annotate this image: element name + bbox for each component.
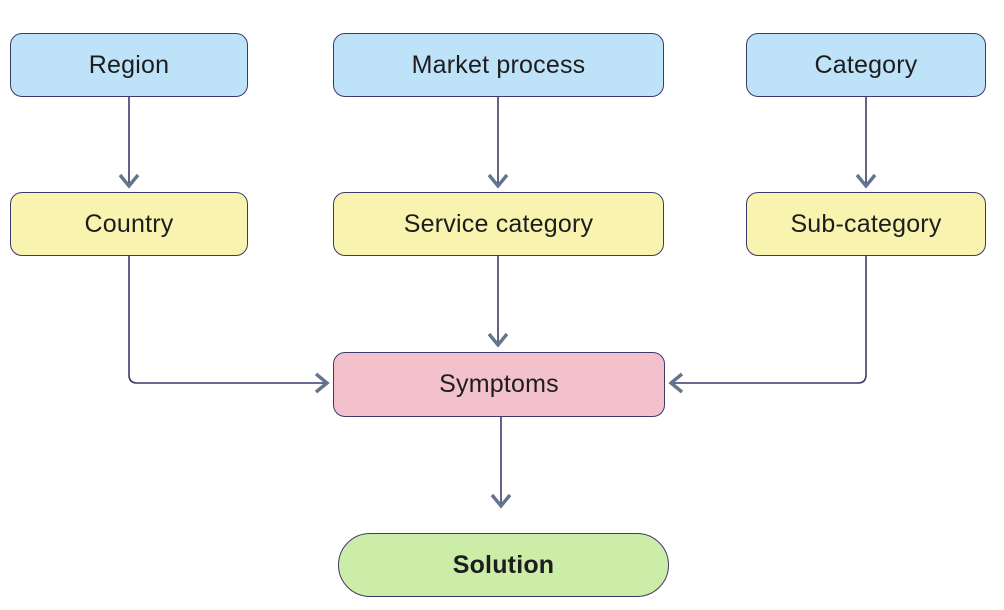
node-market-process: Market process — [333, 33, 664, 97]
arrow-down-icon — [855, 173, 877, 189]
connector-category-sub-category — [855, 97, 877, 189]
connector-market-process-service-category — [487, 97, 509, 189]
arrow-down-icon — [490, 493, 512, 509]
node-symptoms-label: Symptoms — [439, 370, 559, 398]
node-country: Country — [10, 192, 248, 256]
connector-service-category-symptoms — [487, 256, 509, 348]
node-category-label: Category — [814, 50, 918, 79]
node-service-category: Service category — [333, 192, 664, 256]
node-country-label: Country — [84, 209, 174, 238]
connector-sub-category-symptoms — [668, 256, 867, 394]
node-solution-label: Solution — [452, 550, 555, 579]
arrow-left-icon — [668, 372, 684, 394]
arrow-down-icon — [118, 173, 140, 189]
connector-symptoms-solution — [490, 417, 512, 509]
node-market-process-label: Market process — [411, 50, 586, 79]
node-category: Category — [746, 33, 986, 97]
node-sub-category-label: Sub-category — [790, 209, 942, 238]
connector-country-symptoms — [128, 256, 330, 394]
node-region: Region — [10, 33, 248, 97]
node-solution: Solution — [338, 533, 669, 597]
node-service-category-label: Service category — [403, 209, 594, 238]
node-symptoms: Symptoms — [333, 352, 665, 417]
arrow-right-icon — [314, 372, 330, 394]
arrow-down-icon — [487, 173, 509, 189]
node-region-label: Region — [88, 50, 170, 79]
connector-region-country — [118, 97, 140, 189]
arrow-down-icon — [487, 332, 509, 348]
node-sub-category: Sub-category — [746, 192, 986, 256]
